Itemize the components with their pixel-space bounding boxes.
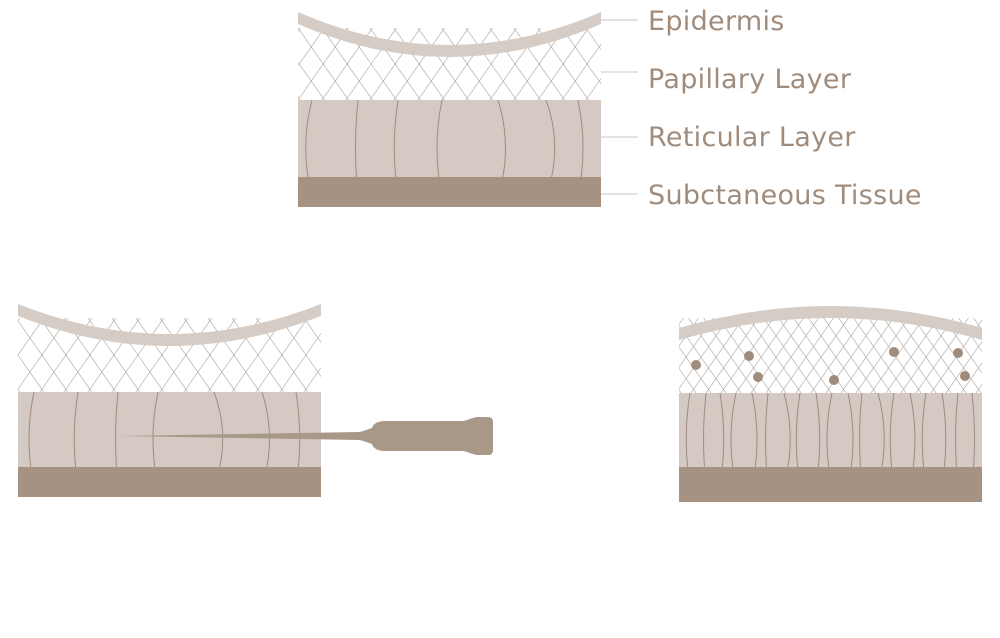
layer-labels: Epidermis Papillary Layer Reticular Laye… <box>601 6 922 211</box>
papillary-mesh <box>298 28 601 100</box>
reticular-layer <box>298 100 601 177</box>
reticular-layer <box>679 393 982 467</box>
label-papillary-layer: Papillary Layer <box>648 64 852 95</box>
panel-skin-section-injection <box>18 304 493 497</box>
subcutaneous-layer <box>18 467 321 497</box>
epidermis-layer <box>18 304 321 346</box>
subcutaneous-layer <box>679 467 982 502</box>
epidermis-layer <box>679 306 982 340</box>
reticular-layer <box>18 392 321 467</box>
filler-particles <box>691 347 970 385</box>
label-epidermis: Epidermis <box>648 6 785 37</box>
syringe-needle-icon <box>118 417 493 455</box>
collagen-fibers <box>305 99 584 178</box>
label-subcutaneous-tissue: Subctaneous Tissue <box>648 180 922 211</box>
panel-skin-section-result <box>679 306 982 502</box>
epidermis-layer <box>298 12 601 57</box>
panel-skin-section-labeled <box>298 12 601 207</box>
label-reticular-layer: Reticular Layer <box>648 122 856 153</box>
collagen-fibers <box>28 391 301 468</box>
subcutaneous-layer <box>298 177 601 207</box>
collagen-fibers <box>685 392 975 468</box>
papillary-mesh <box>679 318 982 393</box>
